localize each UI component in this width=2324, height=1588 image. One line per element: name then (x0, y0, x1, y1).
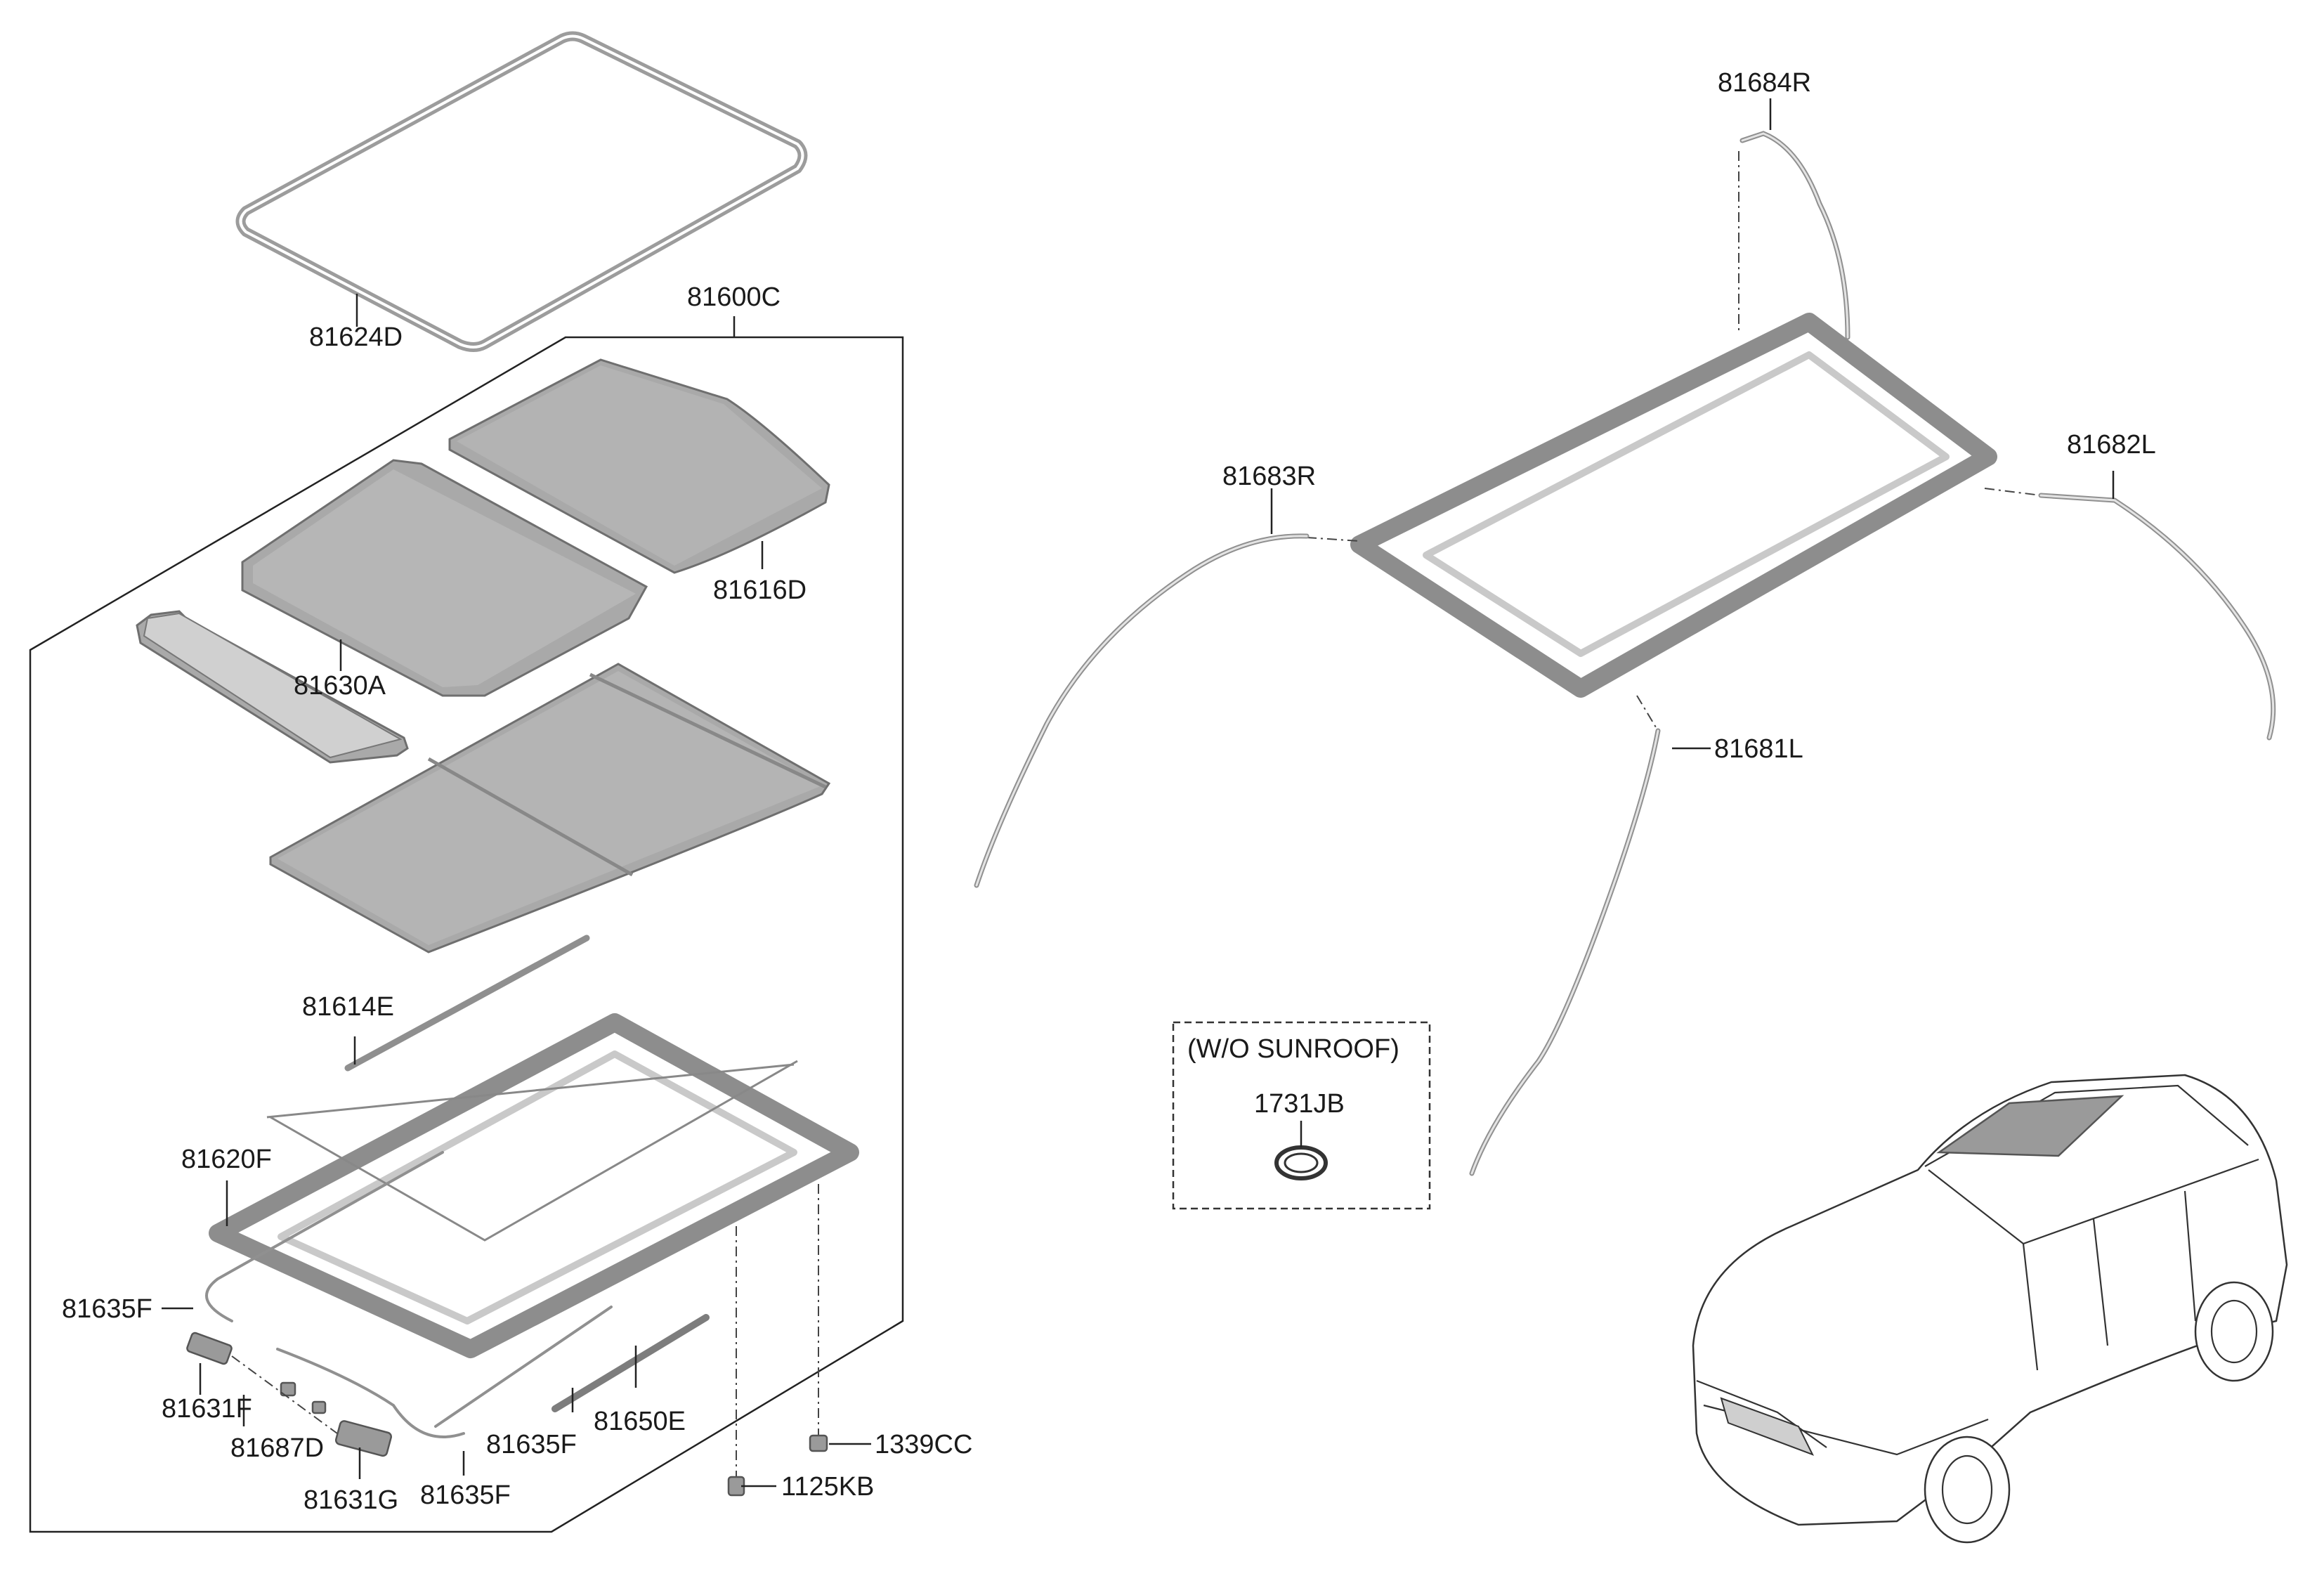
grommet-1731jb[interactable] (1274, 1145, 1328, 1180)
drain-hose-81635f-front-left[interactable] (205, 1151, 444, 1322)
connector-81687d-b[interactable] (311, 1400, 327, 1414)
assembly-boundary (29, 336, 904, 1533)
label-wo-sunroof: (W/O SUNROOF) (1187, 1034, 1399, 1064)
motor-81631f[interactable] (186, 1332, 233, 1365)
label-81682l: 81682L (2067, 430, 2156, 460)
weatherstrip-81624d[interactable] (235, 31, 808, 352)
motor-cable (231, 1355, 338, 1434)
sunroof-frame-upper[interactable] (1350, 313, 1997, 698)
guide-rail-81650e[interactable] (551, 1314, 710, 1412)
trim-strip-81614e[interactable] (344, 935, 590, 1072)
connector-81687d[interactable] (280, 1381, 296, 1397)
label-81684r: 81684R (1718, 68, 1811, 98)
wo-sunroof-box (1172, 1021, 1431, 1210)
drain-hose-81682l-dash (1984, 488, 2042, 496)
motor-81631g[interactable] (334, 1420, 393, 1457)
label-81614e: 81614E (302, 992, 394, 1022)
suv-vehicle-icon (1692, 1074, 2288, 1544)
label-81631f: 81631F (162, 1394, 252, 1424)
label-81635f-c: 81635F (486, 1430, 577, 1459)
label-1339cc: 1339CC (875, 1430, 972, 1459)
label-81635f-a: 81635F (62, 1294, 152, 1324)
nut-1339cc[interactable] (809, 1434, 828, 1452)
label-1125kb: 1125KB (781, 1472, 874, 1502)
wind-deflector[interactable] (136, 610, 409, 764)
front-glass-81630a[interactable] (241, 459, 648, 697)
label-81624d: 81624D (309, 323, 403, 352)
label-81620f: 81620F (181, 1145, 272, 1174)
label-81631g: 81631G (303, 1485, 398, 1515)
label-81687d: 81687D (230, 1433, 324, 1463)
label-81681l: 81681L (1714, 734, 1803, 764)
label-81630a: 81630A (294, 671, 386, 701)
label-81600c: 81600C (687, 282, 781, 312)
drain-hose-81635f-right[interactable] (434, 1306, 613, 1428)
label-81683r: 81683R (1222, 462, 1316, 491)
rear-glass-81616d[interactable] (448, 358, 830, 574)
drain-hose-81683r[interactable] (974, 533, 1310, 888)
sunroof-frame-81620f[interactable] (209, 1013, 859, 1358)
label-81650e: 81650E (594, 1407, 686, 1436)
sunshade-blind[interactable] (269, 663, 831, 954)
drain-hose-81635f-rear[interactable] (276, 1348, 465, 1438)
drain-hose-81683r-dash (1306, 537, 1360, 542)
drain-hose-81681l-dash (1636, 695, 1659, 731)
drain-hose-81681l[interactable] (1469, 728, 1661, 1176)
label-81616d: 81616D (713, 575, 807, 605)
label-1731jb: 1731JB (1254, 1089, 1345, 1119)
label-81635f-b: 81635F (420, 1480, 511, 1510)
